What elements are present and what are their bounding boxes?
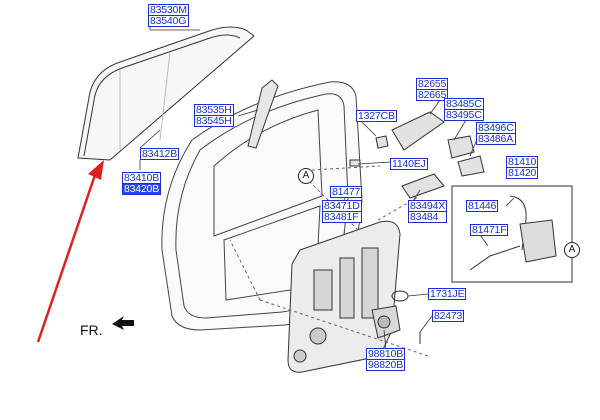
label-motor: 98810B 98820B (366, 348, 406, 371)
part-number: 82473 (432, 310, 465, 322)
glass-channel (247, 79, 279, 149)
part-number: 83540G (148, 16, 189, 27)
part-number: 81410 (506, 156, 539, 168)
part-number: 82665 (416, 89, 449, 101)
part-number: 83495C (444, 109, 484, 121)
label-rod2: 81471F (470, 224, 509, 236)
label-glass-bottom: 83410B 83420B (122, 172, 162, 195)
label-screw: 82473 (432, 310, 465, 322)
label-run: 83412B (140, 148, 180, 160)
label-grommet: 1731JE (428, 288, 467, 300)
label-channel-upper: 83535H 83545H (194, 104, 234, 127)
label-clip: 1140EJ (390, 158, 428, 170)
part-number: 83486A (476, 134, 516, 145)
label-rod: 81446 (466, 200, 499, 212)
label-latch-top: 81410 81420 (506, 156, 539, 179)
part-number: 81420 (506, 167, 539, 179)
part-number: 83545H (194, 115, 234, 127)
part-number-highlighted: 83420B (122, 183, 162, 195)
red-arrow (36, 160, 104, 343)
label-bolt: 1327CB (356, 110, 397, 122)
part-number: 1327CB (356, 110, 397, 122)
label-seal: 83496C 83486A (476, 122, 516, 145)
window-glass (77, 26, 255, 161)
part-number: 81446 (466, 200, 499, 212)
part-number: 83412B (140, 148, 180, 160)
front-direction-label: FR. (80, 322, 103, 338)
callout-circle-a: A (298, 168, 314, 184)
part-number: 83494X (408, 200, 448, 212)
label-handle: 82655 82665 (416, 78, 449, 101)
callout-circle-a-latch: A (564, 242, 580, 258)
part-number: 83484 (408, 212, 448, 223)
label-module: 81477 (330, 186, 363, 198)
part-number: 1140EJ (390, 158, 428, 170)
label-regulator: 83471D 83481F (322, 200, 362, 223)
part-number: 81471F (470, 224, 509, 236)
part-number: 83410B (122, 172, 162, 184)
part-number: 83481F (322, 212, 362, 223)
front-arrow-icon (112, 316, 134, 330)
label-cap: 83485C 83495C (444, 98, 484, 121)
part-number: 83530M (148, 4, 189, 16)
outside-handle (349, 111, 485, 199)
part-number: 83496C (476, 122, 516, 134)
part-number: 83471D (322, 200, 362, 212)
part-number: 98810B (366, 348, 406, 360)
part-number: 82655 (416, 78, 449, 90)
part-number: 1731JE (428, 288, 467, 300)
part-number: 83485C (444, 98, 484, 110)
label-guide: 83494X 83484 (408, 200, 448, 223)
part-number: 81477 (330, 186, 363, 198)
window-regulator (287, 220, 401, 373)
label-glass-top: 83530M 83540G (148, 4, 189, 27)
motor-unit (371, 305, 401, 339)
part-number: 98820B (366, 359, 406, 371)
part-number: 83535H (194, 104, 234, 116)
